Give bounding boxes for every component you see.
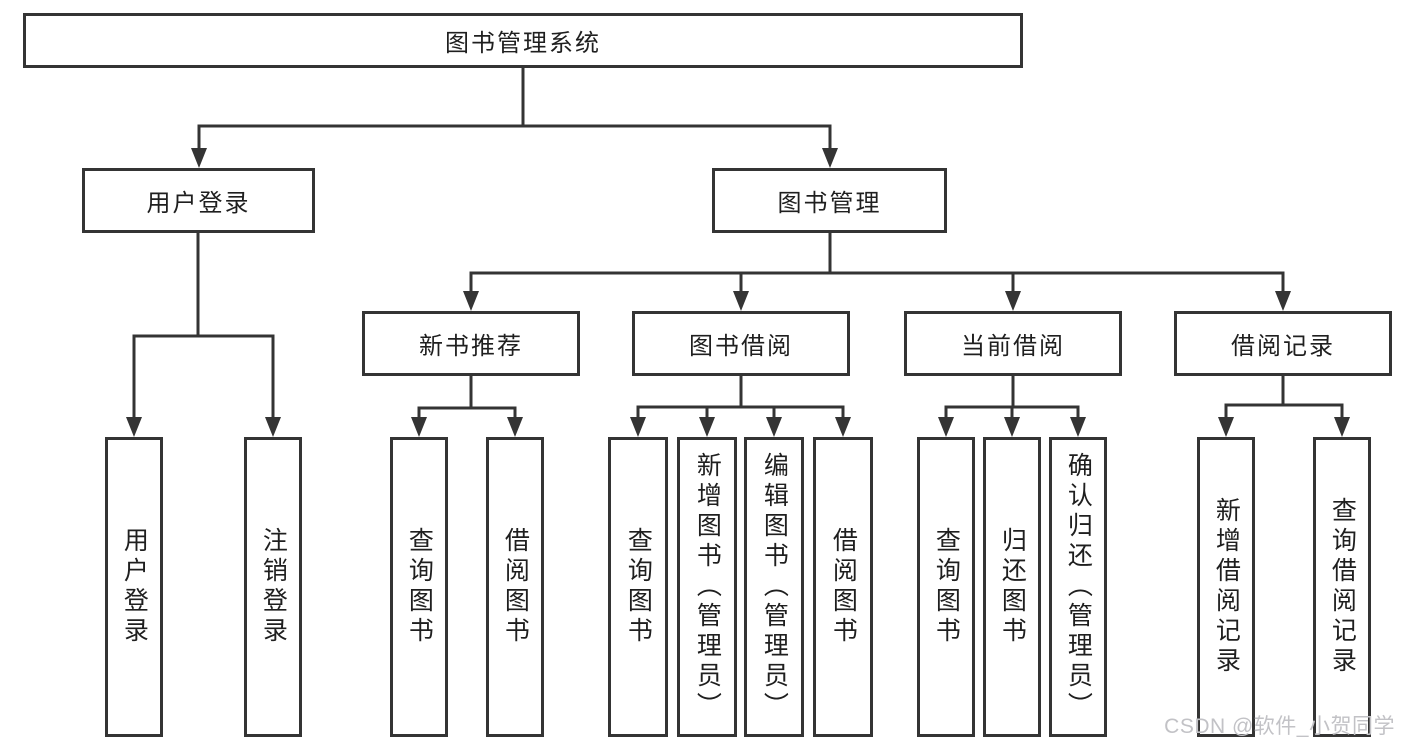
node-new-book-recommend: 新书推荐 bbox=[362, 311, 580, 376]
leaf-records-query-record-label: 查询借阅记录 bbox=[1328, 497, 1357, 677]
leaf-records-add-record-label: 新增借阅记录 bbox=[1212, 497, 1241, 677]
leaf-newbooks-borrow-books-label: 借阅图书 bbox=[501, 527, 530, 647]
leaf-records-add-record: 新增借阅记录 bbox=[1197, 437, 1255, 737]
leaf-borrowing-borrow-books: 借阅图书 bbox=[813, 437, 873, 737]
node-book-borrowing: 图书借阅 bbox=[632, 311, 850, 376]
leaf-user-login: 用户登录 bbox=[105, 437, 163, 737]
leaf-borrowing-borrow-books-label: 借阅图书 bbox=[829, 527, 858, 647]
leaf-user-login-label: 用户登录 bbox=[120, 527, 149, 647]
node-root-label: 图书管理系统 bbox=[445, 30, 601, 57]
leaf-borrowing-edit-books-admin: 编辑图书（管理员） bbox=[744, 437, 804, 737]
leaf-logout-label: 注销登录 bbox=[259, 527, 288, 647]
leaf-newbooks-query-books: 查询图书 bbox=[390, 437, 448, 737]
leaf-current-return-books-label: 归还图书 bbox=[998, 527, 1027, 647]
leaf-borrowing-edit-books-admin-label: 编辑图书（管理员） bbox=[760, 452, 789, 722]
node-current-borrowing-label: 当前借阅 bbox=[961, 333, 1065, 360]
leaf-current-confirm-return-admin-label: 确认归还（管理员） bbox=[1064, 452, 1093, 722]
watermark: CSDN @软件_小贺同学 bbox=[1164, 715, 1395, 738]
node-new-book-recommend-label: 新书推荐 bbox=[419, 333, 523, 360]
leaf-borrowing-query-books: 查询图书 bbox=[608, 437, 668, 737]
leaf-current-return-books: 归还图书 bbox=[983, 437, 1041, 737]
node-book-management: 图书管理 bbox=[712, 168, 947, 233]
node-user-login: 用户登录 bbox=[82, 168, 315, 233]
leaf-newbooks-borrow-books: 借阅图书 bbox=[486, 437, 544, 737]
leaf-borrowing-add-books-admin-label: 新增图书（管理员） bbox=[693, 452, 722, 722]
node-borrowing-records-label: 借阅记录 bbox=[1231, 333, 1335, 360]
leaf-borrowing-add-books-admin: 新增图书（管理员） bbox=[677, 437, 737, 737]
leaf-current-query-books-label: 查询图书 bbox=[932, 527, 961, 647]
node-current-borrowing: 当前借阅 bbox=[904, 311, 1122, 376]
leaf-newbooks-query-books-label: 查询图书 bbox=[405, 527, 434, 647]
node-book-management-label: 图书管理 bbox=[777, 190, 882, 217]
leaf-current-confirm-return-admin: 确认归还（管理员） bbox=[1049, 437, 1107, 737]
leaf-records-query-record: 查询借阅记录 bbox=[1313, 437, 1371, 737]
node-user-login-label: 用户登录 bbox=[146, 190, 251, 217]
leaf-logout: 注销登录 bbox=[244, 437, 302, 737]
node-book-borrowing-label: 图书借阅 bbox=[689, 333, 793, 360]
node-borrowing-records: 借阅记录 bbox=[1174, 311, 1392, 376]
node-root: 图书管理系统 bbox=[23, 13, 1023, 68]
leaf-current-query-books: 查询图书 bbox=[917, 437, 975, 737]
leaf-borrowing-query-books-label: 查询图书 bbox=[624, 527, 653, 647]
